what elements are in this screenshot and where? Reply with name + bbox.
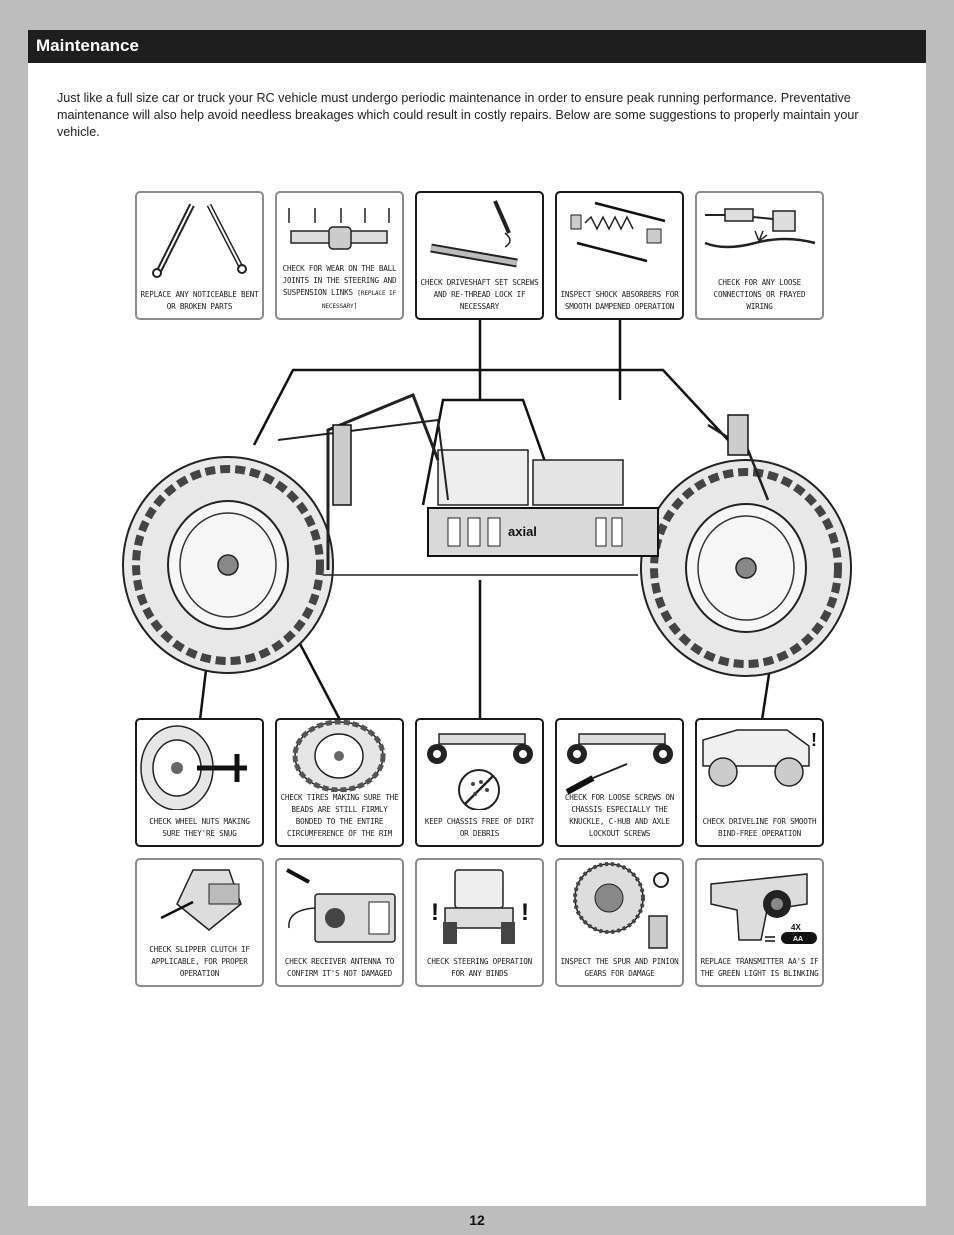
- card-caption: CHECK DRIVESHAFT SET SCREWS AND RE-THREA…: [420, 278, 539, 311]
- svg-text:!: !: [521, 899, 529, 926]
- driveshaft-icon: [430, 200, 518, 268]
- card-chassis-clean: KEEP CHASSIS FREE OF DIRT OR DEBRIS: [415, 718, 544, 847]
- clean-chassis-icon: [427, 733, 533, 810]
- battery-type-label: AA: [793, 936, 803, 943]
- svg-text:!: !: [811, 730, 817, 750]
- card-wiring: CHECK FOR ANY LOOSE CONNECTIONS OR FRAYE…: [695, 191, 824, 320]
- card-caption: CHECK STEERING OPERATION FOR ANY BINDS: [427, 957, 532, 978]
- wiring-connector-icon: [704, 208, 816, 249]
- card-bent-parts: REPLACE ANY NOTICEABLE BENT OR BROKEN PA…: [135, 191, 264, 320]
- card-tires: CHECK TIRES MAKING SURE THE BEADS ARE ST…: [275, 718, 404, 847]
- card-gears: INSPECT THE SPUR AND PINION GEARS FOR DA…: [555, 858, 684, 987]
- card-caption: CHECK TIRES MAKING SURE THE BEADS ARE ST…: [280, 793, 399, 838]
- section-title: Maintenance: [36, 36, 139, 55]
- wheel-nut-icon: [140, 725, 247, 810]
- chassis-brand-logo: axial: [508, 524, 537, 539]
- card-steering: ! ! CHECK STEERING OPERATION FOR ANY BIN…: [415, 858, 544, 987]
- card-caption: INSPECT THE SPUR AND PINION GEARS FOR DA…: [560, 957, 679, 978]
- steering-icon: ! !: [431, 869, 529, 944]
- callout-lines: [198, 320, 790, 721]
- transmitter-battery-icon: 4X AA: [710, 873, 817, 944]
- card-caption: CHECK FOR WEAR ON THE BALL JOINTS IN THE…: [282, 264, 397, 310]
- manual-page: Maintenance Just like a full size car or…: [28, 30, 926, 1206]
- card-caption: CHECK FOR LOOSE SCREWS ON CHASSIS ESPECI…: [564, 793, 675, 838]
- card-wheel-nuts: CHECK WHEEL NUTS MAKING SURE THEY'RE SNU…: [135, 718, 264, 847]
- card-caption: CHECK DRIVELINE FOR SMOOTH BIND-FREE OPE…: [702, 817, 817, 838]
- axle-ball-joints-icon: [288, 208, 390, 250]
- card-caption: CHECK SLIPPER CLUTCH IF APPLICABLE, FOR …: [149, 945, 250, 978]
- card-caption: CHECK WHEEL NUTS MAKING SURE THEY'RE SNU…: [149, 817, 250, 838]
- tire-bead-icon: [292, 720, 386, 792]
- suspension-links-icon: [152, 203, 247, 278]
- section-header: Maintenance: [28, 30, 926, 63]
- page-number: 12: [469, 1212, 485, 1228]
- rear-wheel: [122, 456, 334, 674]
- shock-absorbers-icon: [570, 201, 666, 263]
- screwdriver-chassis-icon: [565, 733, 673, 795]
- chassis: axial: [277, 393, 770, 576]
- svg-text:!: !: [431, 899, 439, 926]
- front-wheel: [640, 459, 852, 677]
- card-transmitter: 4X AA REPLACE TRANSMITTER AA'S IF THE GR…: [695, 858, 824, 987]
- card-slipper: CHECK SLIPPER CLUTCH IF APPLICABLE, FOR …: [135, 858, 264, 987]
- card-shocks: INSPECT SHOCK ABSORBERS FOR SMOOTH DAMPE…: [555, 191, 684, 320]
- card-caption: REPLACE ANY NOTICEABLE BENT OR BROKEN PA…: [140, 290, 259, 311]
- card-caption: KEEP CHASSIS FREE OF DIRT OR DEBRIS: [424, 817, 535, 838]
- truck-driveline-icon: !: [702, 729, 817, 787]
- intro-paragraph: Just like a full size car or truck your …: [57, 91, 859, 139]
- card-driveshaft: CHECK DRIVESHAFT SET SCREWS AND RE-THREA…: [415, 191, 544, 320]
- card-caption: CHECK RECEIVER ANTENNA TO CONFIRM IT'S N…: [284, 957, 395, 978]
- battery-count-label: 4X: [791, 923, 801, 932]
- spur-pinion-gears-icon: [573, 862, 669, 949]
- card-caption: INSPECT SHOCK ABSORBERS FOR SMOOTH DAMPE…: [560, 290, 679, 311]
- receiver-antenna-icon: [286, 868, 396, 943]
- card-ball-joints: CHECK FOR WEAR ON THE BALL JOINTS IN THE…: [275, 191, 404, 320]
- card-driveline: ! CHECK DRIVELINE FOR SMOOTH BIND-FREE O…: [695, 718, 824, 847]
- card-caption: REPLACE TRANSMITTER AA'S IF THE GREEN LI…: [700, 957, 819, 978]
- card-antenna: CHECK RECEIVER ANTENNA TO CONFIRM IT'S N…: [275, 858, 404, 987]
- card-caption: CHECK FOR ANY LOOSE CONNECTIONS OR FRAYE…: [713, 278, 806, 311]
- card-chassis-screws: CHECK FOR LOOSE SCREWS ON CHASSIS ESPECI…: [555, 718, 684, 847]
- slipper-clutch-icon: [160, 869, 242, 931]
